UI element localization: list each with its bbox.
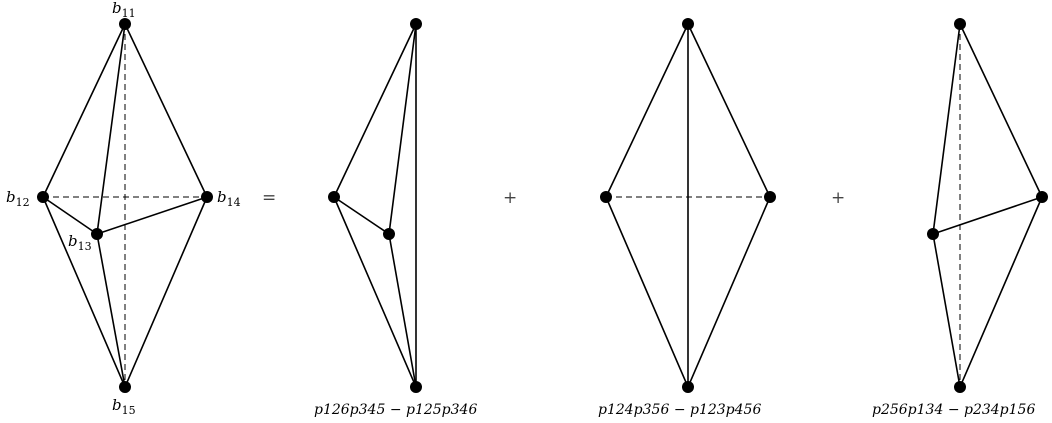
plus-sign-2: +	[831, 188, 845, 208]
label-b14: b14	[217, 188, 241, 209]
label-b15: b15	[112, 396, 136, 417]
label-b13: b13	[68, 232, 92, 253]
vertex-t3-top	[954, 18, 966, 30]
label-b11: b11	[112, 0, 136, 20]
vertex-b13	[91, 228, 103, 240]
vertex-b11	[119, 18, 131, 30]
vertex-t3-right	[1036, 191, 1048, 203]
figure-term-1: p126p345 − p125p346	[314, 18, 477, 418]
equals-sign: =	[262, 188, 276, 208]
figure-term-3: p256p134 − p234p156	[872, 18, 1048, 418]
vertex-t3-inner	[927, 228, 939, 240]
vertex-t2-right	[764, 191, 776, 203]
caption-term-3: p256p134 − p234p156	[872, 402, 1035, 418]
caption-term-1: p126p345 − p125p346	[314, 402, 477, 418]
vertex-t2-top	[682, 18, 694, 30]
label-b12: b12	[6, 188, 30, 209]
vertex-b15	[119, 381, 131, 393]
caption-term-2: p124p356 − p123p456	[598, 402, 761, 418]
vertex-t2-bottom	[682, 381, 694, 393]
vertex-t1-left	[328, 191, 340, 203]
plus-sign-1: +	[503, 188, 517, 208]
figure-full-polytope: b11 b12 b13 b14 b15	[6, 0, 241, 417]
vertex-t1-bottom	[410, 381, 422, 393]
vertex-b12	[37, 191, 49, 203]
vertex-t3-bottom	[954, 381, 966, 393]
vertex-t2-left	[600, 191, 612, 203]
figure-term-2: p124p356 − p123p456	[598, 18, 776, 418]
vertex-t1-inner	[383, 228, 395, 240]
vertex-b14	[201, 191, 213, 203]
vertex-t1-top	[410, 18, 422, 30]
